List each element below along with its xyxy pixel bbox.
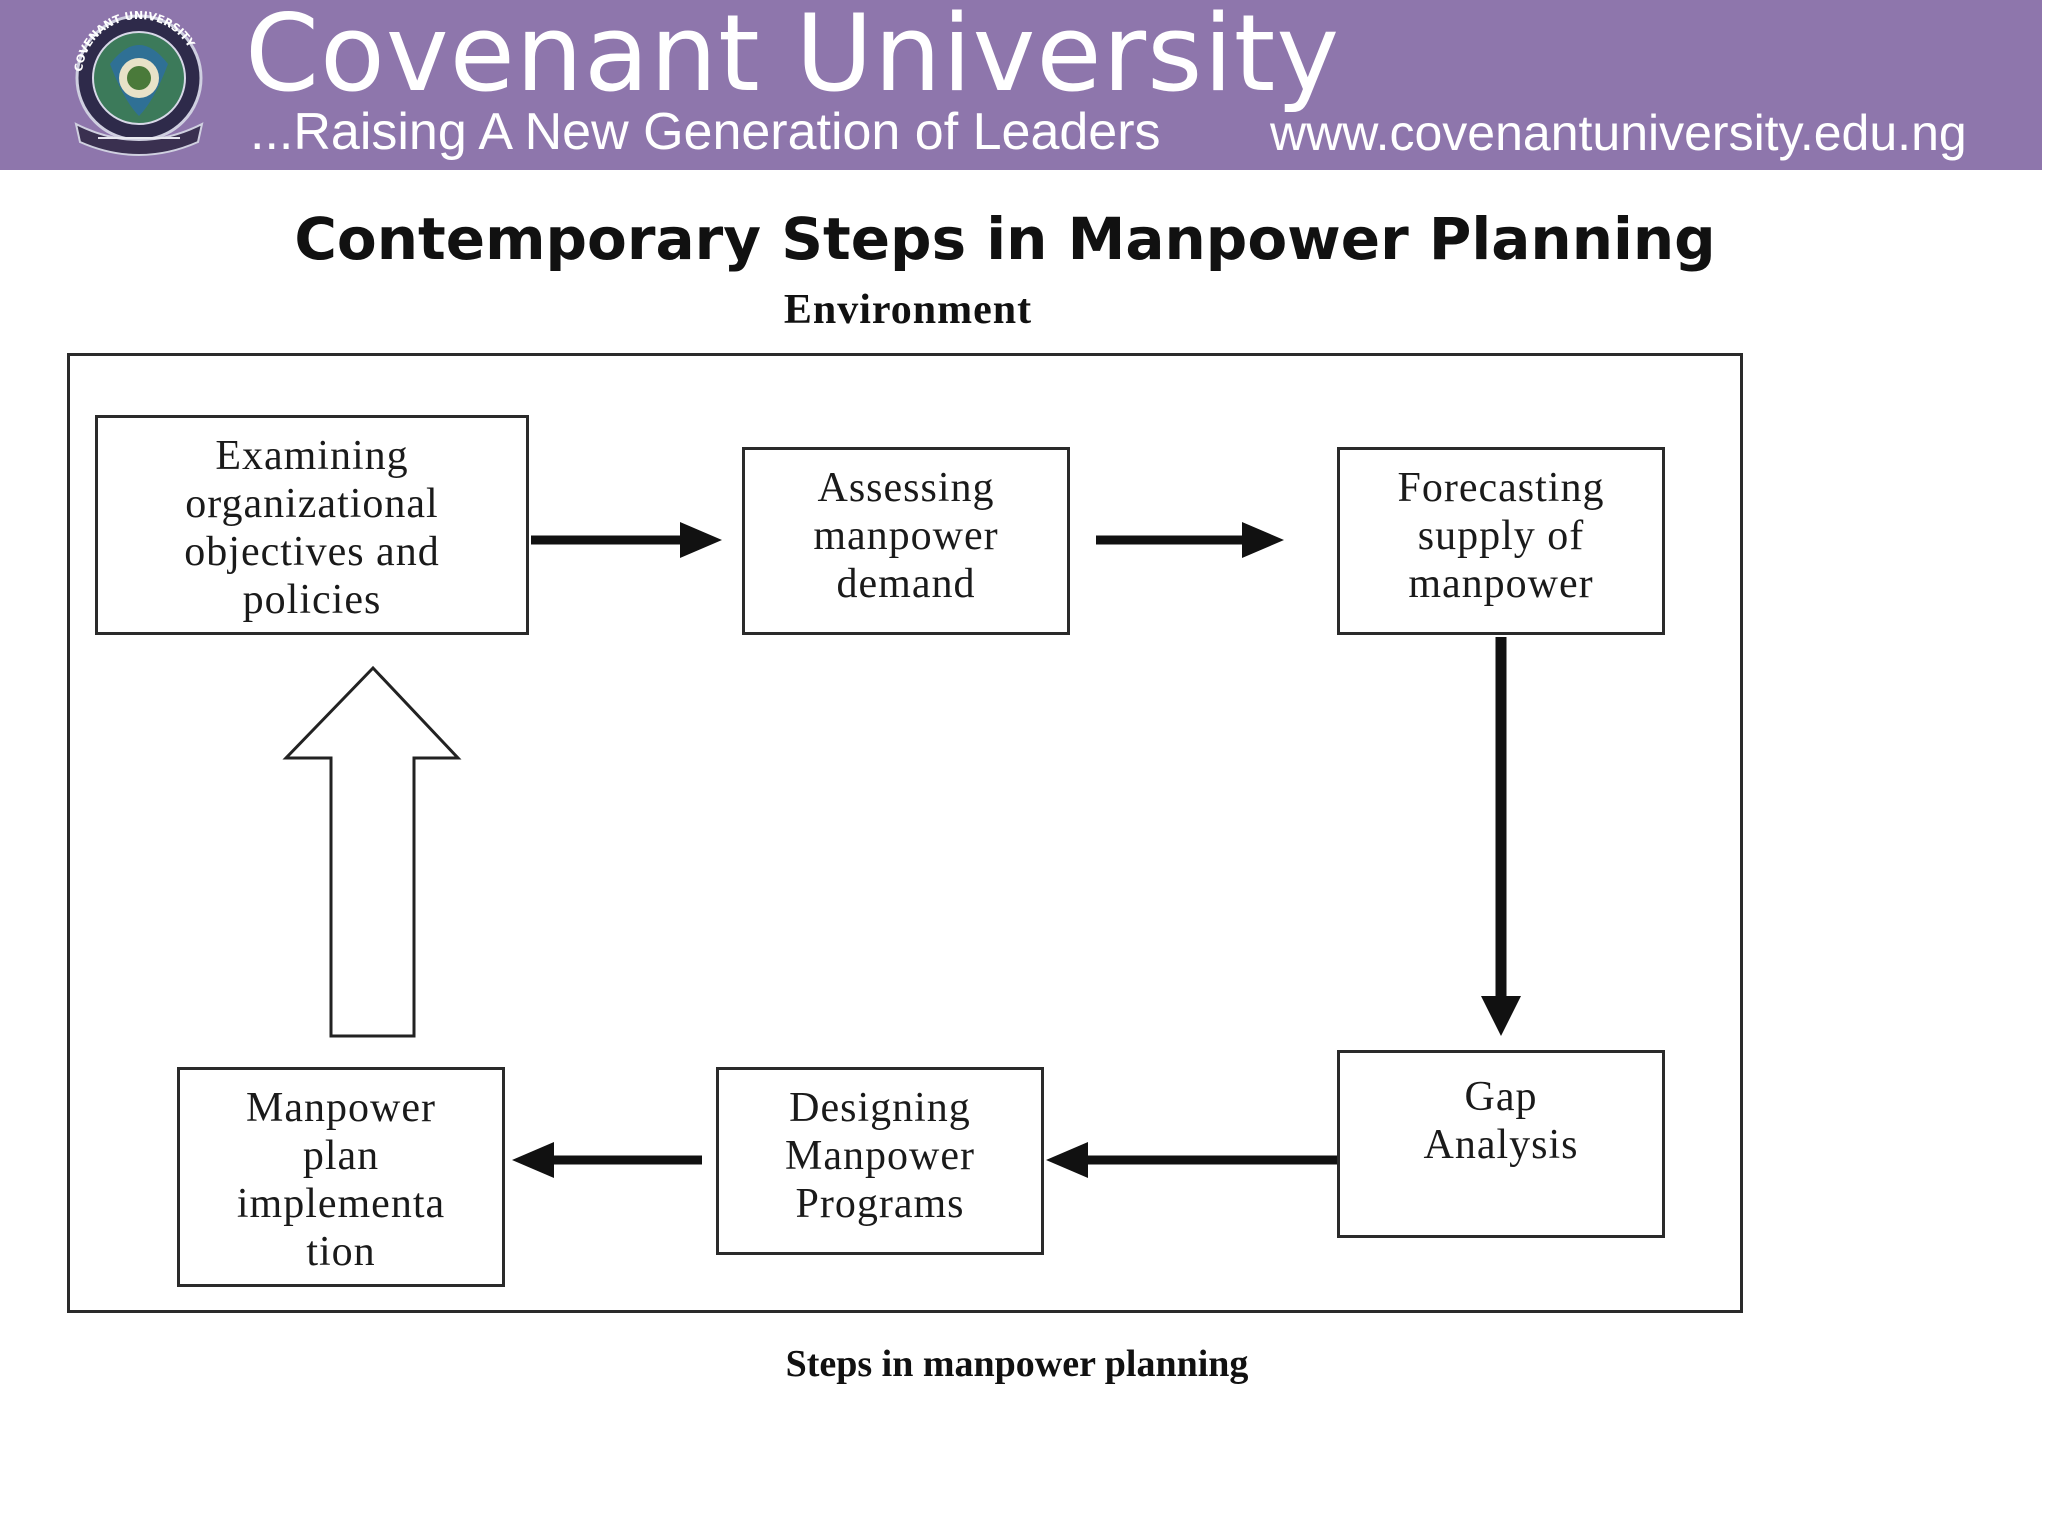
step-label: Gap Analysis	[1423, 1074, 1579, 1168]
step-label: Forecasting supply of manpower	[1397, 465, 1605, 607]
university-tagline: ...Raising A New Generation of Leaders	[250, 103, 1161, 161]
university-header-banner: COVENANT UNIVERSITY Covenant University …	[0, 0, 2042, 170]
university-website: www.covenantuniversity.edu.ng	[1270, 105, 1967, 161]
step-label: Designing Manpower Programs	[785, 1085, 975, 1227]
step-examining-objectives: Examining organizational objectives and …	[95, 415, 529, 635]
diagram-caption: Steps in manpower planning	[785, 1343, 1249, 1385]
step-label: Manpower plan implementa tion	[236, 1085, 446, 1275]
step-forecasting-supply: Forecasting supply of manpower	[1337, 447, 1665, 635]
step-gap-analysis: Gap Analysis	[1337, 1050, 1665, 1238]
step-designing-programs: Designing Manpower Programs	[716, 1067, 1044, 1255]
step-plan-implementation: Manpower plan implementa tion	[177, 1067, 505, 1287]
slide-title: Contemporary Steps in Manpower Planning	[294, 205, 1716, 273]
university-name: Covenant University	[245, 0, 1341, 115]
step-label: Assessing manpower demand	[813, 465, 999, 607]
step-label: Examining organizational objectives and …	[184, 433, 440, 623]
environment-boundary-box	[67, 353, 1743, 1313]
environment-label: Environment	[783, 287, 1033, 333]
university-crest-icon: COVENANT UNIVERSITY	[72, 9, 204, 156]
step-assessing-demand: Assessing manpower demand	[742, 447, 1070, 635]
